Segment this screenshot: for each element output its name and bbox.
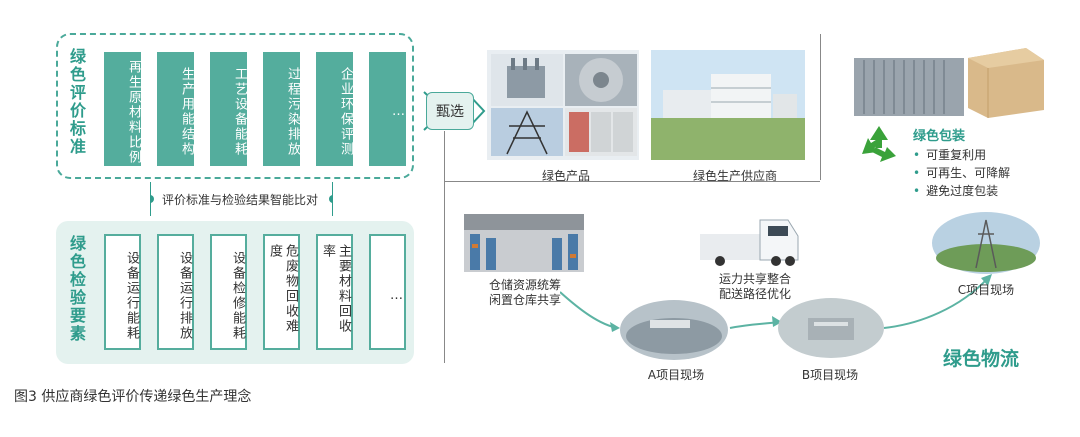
packaging-item: • 可重复利用 (913, 146, 986, 163)
site-c-label: C项目现场 (957, 283, 1015, 297)
green-logistics-title: 绿色物流 (943, 348, 1020, 370)
site-b-label: B项目现场 (801, 368, 859, 382)
site-a-label: A项目现场 (647, 368, 705, 382)
figure-caption: 图3 供应商绿色评价传递绿色生产理念 (14, 389, 252, 405)
warehouse-caption-line2: 闲置仓库共享 (488, 293, 561, 307)
warehouse-image (464, 214, 584, 272)
logistics-route (560, 274, 992, 332)
standard-item: 生产用能结构 (157, 52, 194, 166)
evaluation-standards-panel (56, 33, 414, 179)
packaging-item-label: 避免过度包装 (926, 184, 999, 198)
green-packaging-title: 绿色包装 (913, 129, 966, 144)
packaging-item-label: 可重复利用 (926, 148, 987, 162)
site-a-image (620, 300, 728, 360)
inspection-item: 设备检修能耗 (210, 234, 247, 350)
green-supplier-caption: 绿色生产供应商 (692, 169, 777, 183)
site-b-image (778, 298, 884, 358)
packaging-item: • 可再生、可降解 (913, 164, 1010, 181)
packaging-images (854, 48, 1044, 118)
inspection-item: 主要材料回收率 (316, 234, 353, 350)
standard-item: 工艺设备能耗 (210, 52, 247, 166)
inspection-item: 危废物回收难度 (263, 234, 300, 350)
standard-item: 企业环保评测 (316, 52, 353, 166)
bullet-icon: • (913, 148, 921, 162)
transport-caption-line2: 配送路径优化 (718, 287, 791, 301)
filter-label: 甄选 (426, 92, 474, 130)
packaging-item-label: 可再生、可降解 (926, 166, 1011, 180)
comparison-connector (150, 182, 333, 216)
warehouse-caption-line1: 仓储资源统筹 (488, 278, 561, 292)
bullet-icon: • (913, 184, 921, 198)
standard-item: … (369, 52, 406, 166)
standard-item: 过程污染排放 (263, 52, 300, 166)
site-c-image (932, 212, 1040, 274)
section-divider (820, 34, 821, 180)
inspection-item: 设备运行能耗 (104, 234, 141, 350)
truck-image (700, 219, 799, 266)
packaging-item: • 避免过度包装 (913, 182, 998, 199)
standard-item: 再生原材料比例 (104, 52, 141, 166)
green-product-caption: 绿色产品 (541, 169, 590, 183)
transport-caption-line1: 运力共享整合 (718, 272, 791, 286)
green-product-images (487, 50, 805, 160)
bullet-icon: • (913, 166, 921, 180)
recycle-icon (862, 126, 896, 162)
section-divider (444, 131, 445, 363)
evaluation-standards-title: 绿色评价标准 (67, 48, 86, 156)
section-divider (444, 181, 820, 182)
comparison-label: 评价标准与检验结果智能比对 (160, 191, 321, 208)
inspection-item: … (369, 234, 406, 350)
inspection-elements-title: 绿色检验要素 (67, 235, 86, 343)
inspection-item: 设备运行排放 (157, 234, 194, 350)
